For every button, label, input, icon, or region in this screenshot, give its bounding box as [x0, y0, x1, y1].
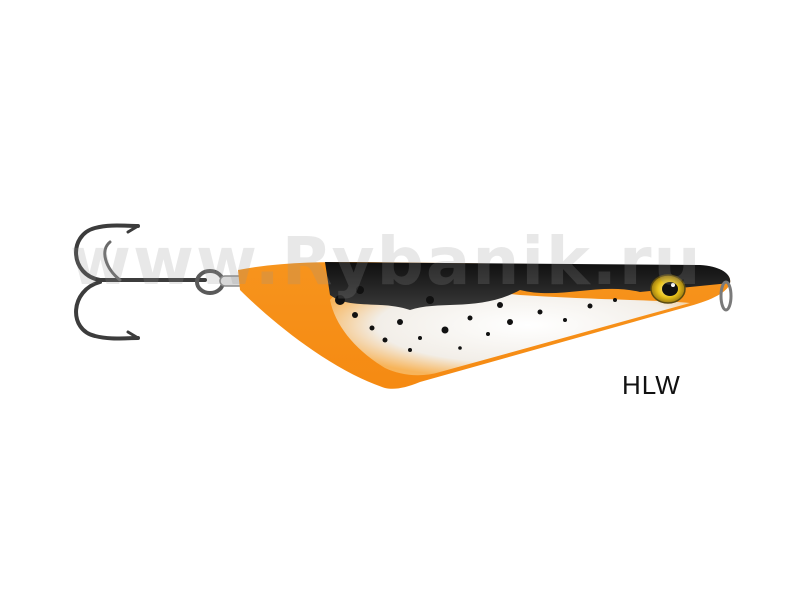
lure-body — [238, 262, 731, 389]
front-ring-icon — [719, 280, 733, 312]
color-code-label: HLW — [622, 370, 681, 400]
treble-hook-icon — [74, 223, 207, 341]
lure-eye-icon — [650, 274, 686, 304]
